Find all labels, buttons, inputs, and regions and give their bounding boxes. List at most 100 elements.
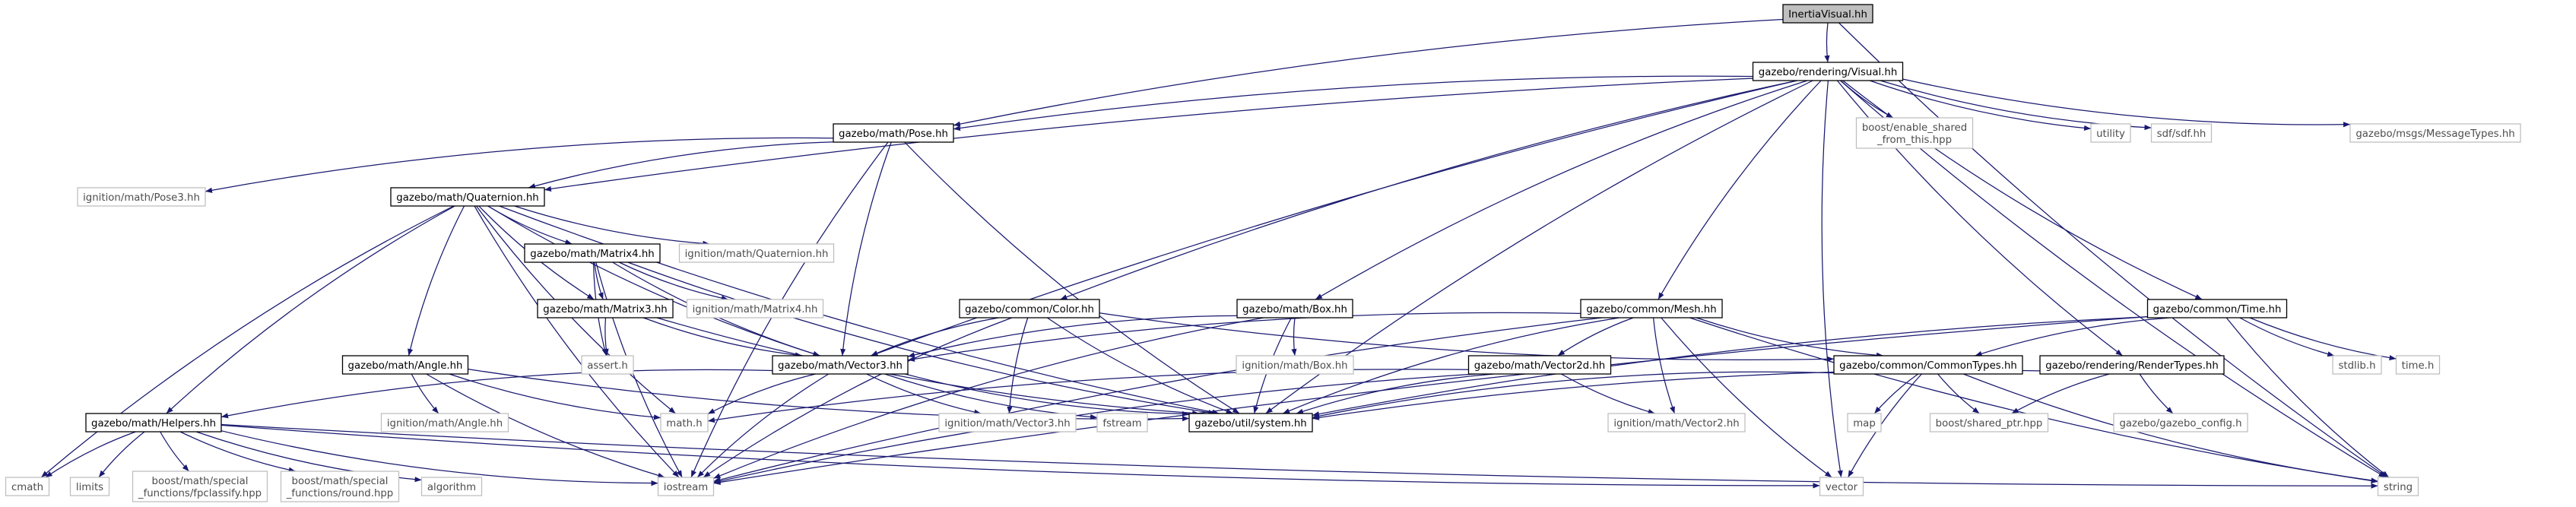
node-label: time.h — [2402, 360, 2435, 372]
node-label: _functions/fpclassify.hpp — [138, 488, 262, 499]
edge-box-to-iostream — [713, 317, 1264, 479]
node-box — [380, 413, 509, 433]
node-box — [2039, 355, 2225, 375]
node-label: gazebo/math/Helpers.hh — [91, 418, 216, 429]
node-label: cmath — [11, 482, 43, 493]
node-box — [1096, 413, 1148, 433]
node-label: gazebo/math/Matrix3.hh — [543, 304, 667, 315]
node-label: stdlib.h — [2338, 360, 2375, 372]
node-box — [2090, 123, 2131, 143]
node-box — [678, 243, 835, 263]
edge-angle-to-iostream — [426, 373, 665, 478]
edge-vector3-to-iostream — [696, 373, 830, 478]
node-timeh: time.h — [2395, 355, 2441, 375]
edge-vector3-to-fstream — [884, 373, 1098, 420]
node-box — [537, 299, 674, 318]
node-box — [420, 477, 483, 496]
edge-visual-to-mesh — [1658, 80, 1822, 300]
node-box — [5, 477, 50, 496]
edge-mesh-to-vector — [1661, 317, 1832, 478]
node-box — [686, 299, 824, 318]
node-box — [2113, 413, 2248, 433]
node-label: gazebo/math/Matrix4.hh — [530, 249, 654, 260]
node-box — [2150, 123, 2213, 143]
node-label: gazebo/common/Color.hh — [965, 304, 1094, 315]
node-label: gazebo/rendering/RenderTypes.hh — [2045, 360, 2219, 372]
edge-quat-to-helpers — [166, 205, 455, 414]
node-root[interactable]: InertiaVisual.hh — [1782, 4, 1873, 24]
edge-rendertypes-to-gazebo-config — [2139, 373, 2174, 414]
node-quat[interactable]: gazebo/math/Quaternion.hh — [390, 187, 545, 207]
edge-vector2d-to-system — [1296, 373, 1495, 414]
node-matrix3[interactable]: gazebo/math/Matrix3.hh — [537, 299, 674, 318]
node-vector3[interactable]: gazebo/math/Vector3.hh — [772, 355, 909, 375]
node-box[interactable]: gazebo/math/Box.hh — [1236, 299, 1353, 318]
node-boost-esft: boost/enable_shared_from_this.hpp — [1855, 117, 1974, 149]
node-matrix4[interactable]: gazebo/math/Matrix4.hh — [524, 243, 661, 263]
edge-matrix3-to-assert — [603, 317, 609, 356]
node-commontypes[interactable]: gazebo/common/CommonTypes.hh — [1833, 355, 2023, 375]
node-box — [524, 243, 661, 263]
node-rendertypes[interactable]: gazebo/rendering/RenderTypes.hh — [2039, 355, 2225, 375]
node-label: boost/shared_ptr.hpp — [1936, 418, 2043, 429]
node-fpclassify: boost/math/special_functions/fpclassify.… — [132, 471, 268, 502]
node-label: gazebo/math/Angle.hh — [348, 360, 463, 372]
edge-mesh-to-ign-vector2 — [1652, 317, 1675, 414]
node-box — [280, 471, 400, 502]
edge-helpers-to-string — [220, 423, 2378, 489]
node-system[interactable]: gazebo/util/system.hh — [1188, 413, 1313, 433]
node-box — [2332, 355, 2382, 375]
edge-color-to-iostream — [703, 317, 1013, 478]
edge-time-to-string — [2225, 317, 2390, 478]
node-label: _from_this.hpp — [1876, 135, 1952, 146]
node-ign-vector2: ignition/math/Vector2.hh — [1607, 413, 1746, 433]
node-ign-matrix4: ignition/math/Matrix4.hh — [686, 299, 824, 318]
edge-vector2d-to-iostream — [713, 373, 1476, 484]
node-visual[interactable]: gazebo/rendering/Visual.hh — [1752, 62, 1904, 81]
edge-matrix3-to-vector3 — [642, 317, 802, 358]
node-label: ignition/math/Vector2.hh — [1613, 418, 1739, 429]
node-helpers[interactable]: gazebo/math/Helpers.hh — [85, 413, 222, 433]
node-label: gazebo/math/Pose.hh — [839, 128, 948, 140]
node-vector: vector — [1819, 477, 1864, 496]
node-ign-box: ignition/math/Box.hh — [1236, 355, 1354, 375]
node-mesh[interactable]: gazebo/common/Mesh.hh — [1580, 299, 1723, 318]
edge-angle-to-mathh — [449, 373, 661, 420]
node-box — [132, 471, 268, 502]
edge-rendertypes-to-shared-ptr — [2011, 373, 2110, 414]
edge-time-to-commontypes — [1975, 317, 2171, 356]
node-label: limits — [76, 482, 103, 493]
node-box — [581, 355, 634, 375]
edge-helpers-to-vector — [220, 424, 1820, 489]
node-assert: assert.h — [581, 355, 634, 375]
edge-box-to-ign-box — [1291, 317, 1297, 356]
edge-color-to-commontypes — [1099, 312, 1835, 362]
edge-commontypes-to-string — [1963, 373, 2378, 483]
edge-root-to-visual — [1824, 22, 1830, 63]
edge-pose-to-system — [904, 141, 1240, 414]
node-label: gazebo/rendering/Visual.hh — [1759, 67, 1898, 78]
edge-visual-to-pose — [953, 75, 1753, 132]
node-vector2d[interactable]: gazebo/math/Vector2d.hh — [1467, 355, 1612, 375]
edge-vector3-to-mathh — [707, 373, 816, 415]
node-box — [1782, 4, 1873, 24]
node-pose[interactable]: gazebo/math/Pose.hh — [833, 123, 954, 143]
edge-helpers-to-limits — [98, 431, 145, 478]
node-shared-ptr: boost/shared_ptr.hpp — [1929, 413, 2049, 433]
node-box — [660, 413, 709, 433]
node-label: ignition/math/Box.hh — [1242, 360, 1347, 372]
node-color[interactable]: gazebo/common/Color.hh — [959, 299, 1100, 318]
node-time[interactable]: gazebo/common/Time.hh — [2146, 299, 2288, 318]
node-round: boost/math/special_functions/round.hpp — [280, 471, 400, 502]
node-box — [1855, 117, 1974, 149]
node-msgtypes: gazebo/msgs/MessageTypes.hh — [2349, 123, 2521, 143]
edge-quat-to-matrix4 — [487, 205, 573, 245]
node-box — [938, 413, 1077, 433]
node-box — [1929, 413, 2049, 433]
node-box — [1467, 355, 1612, 375]
node-label: vector — [1826, 482, 1858, 493]
edge-angle-to-ign-angle — [411, 373, 439, 414]
edge-commontypes-to-shared-ptr — [1937, 373, 1980, 414]
node-angle[interactable]: gazebo/math/Angle.hh — [341, 355, 469, 375]
edge-visual-to-box — [1315, 80, 1808, 300]
